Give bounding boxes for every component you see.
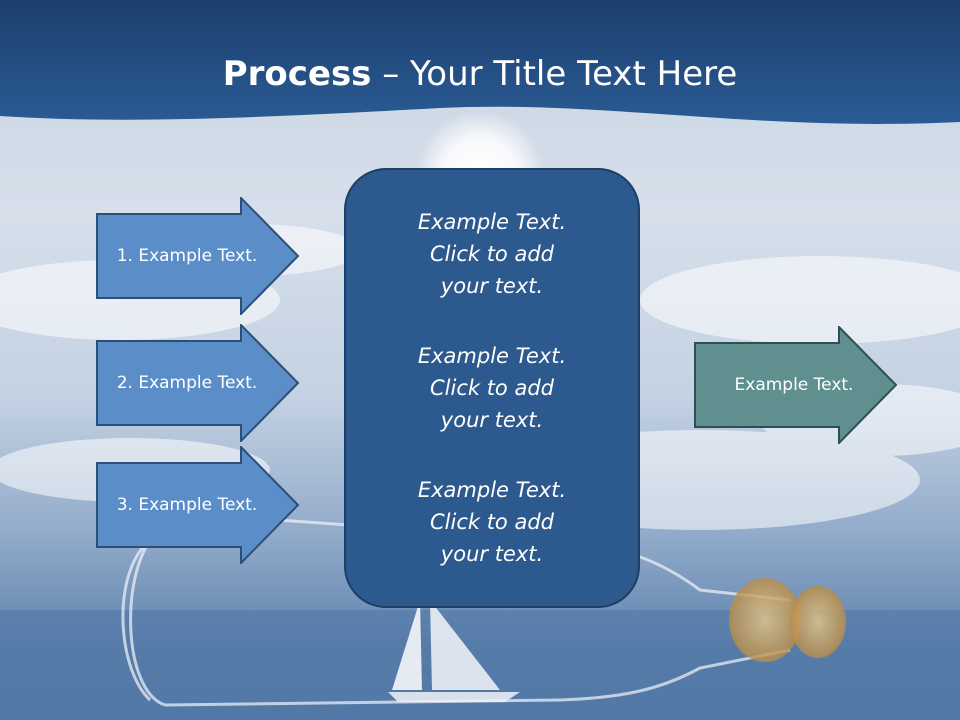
center-line: Example Text. — [417, 344, 567, 368]
page-title: Process – Your Title Text Here — [0, 52, 960, 96]
step-arrow-2[interactable]: 2. Example Text. — [96, 324, 302, 442]
arrow-right-icon — [96, 197, 300, 315]
step-label-3: 3. Example Text. — [116, 495, 258, 515]
sailboat — [388, 600, 520, 702]
center-line: your text. — [440, 408, 544, 432]
center-line: Example Text. — [417, 478, 567, 502]
center-line: Example Text. — [417, 210, 567, 234]
center-line: your text. — [440, 542, 544, 566]
center-line: Click to add — [429, 242, 554, 266]
title-rest: – Your Title Text Here — [371, 54, 738, 94]
center-paragraph-1: Example Text. Click to add your text. — [418, 206, 566, 302]
center-line: Click to add — [429, 376, 554, 400]
center-line: your text. — [440, 274, 544, 298]
header-band — [0, 0, 960, 124]
center-text-box[interactable]: Example Text. Click to add your text. Ex… — [344, 168, 640, 608]
center-line: Click to add — [429, 510, 554, 534]
result-arrow[interactable]: Example Text. — [694, 326, 900, 444]
step-arrow-1[interactable]: 1. Example Text. — [96, 197, 302, 315]
result-label: Example Text. — [734, 375, 854, 395]
cork — [729, 578, 846, 662]
step-arrow-3[interactable]: 3. Example Text. — [96, 446, 302, 564]
arrow-right-icon — [96, 446, 300, 564]
arrow-right-icon — [96, 324, 300, 442]
step-label-2: 2. Example Text. — [116, 373, 258, 393]
title-bold: Process — [222, 54, 372, 94]
center-paragraph-2: Example Text. Click to add your text. — [418, 340, 566, 436]
arrow-right-icon — [694, 326, 898, 444]
center-paragraph-3: Example Text. Click to add your text. — [418, 474, 566, 570]
step-label-1: 1. Example Text. — [116, 246, 258, 266]
